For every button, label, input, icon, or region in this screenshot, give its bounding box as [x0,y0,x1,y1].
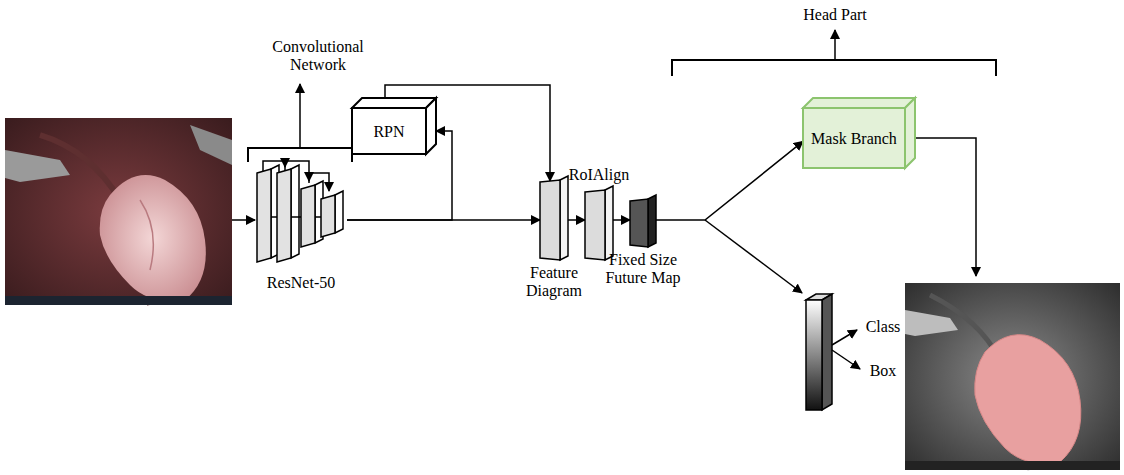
node-shape [255,165,347,270]
input-image [5,118,232,305]
feature-map: Fixed Size Future Map [630,195,656,247]
bracket-arrow [299,84,301,148]
box-label: Mask Branch [805,110,903,168]
node-shape [540,176,568,260]
fc-column [806,294,832,410]
map-label: Feature Diagram [518,264,590,301]
connector [656,141,803,220]
node-shape [585,186,613,260]
connector [613,219,630,221]
bracket [672,60,996,76]
output-arrow [915,138,976,276]
output-image [905,283,1120,470]
map-label: Fixed Size Future Map [597,251,689,288]
group-label: Head Part [785,6,885,24]
output-label: Class [859,318,907,336]
process-box: RPN [352,98,436,154]
input-arrow [232,219,255,221]
map-label: ResNet-50 [241,274,361,292]
node-shape [630,195,656,247]
map-label: RoIAlign [559,166,639,184]
class-arrow [832,330,857,345]
connector [568,219,585,221]
fork-arrow [705,220,802,293]
bracket-arrow [834,30,836,60]
output-label: Box [863,362,903,380]
box-arrow [832,350,860,369]
box-label: RPN [354,110,424,154]
feature-map: Feature Diagram [540,176,568,260]
feature-map: RoIAlign [585,186,613,260]
group-label: Convolutional Network [263,38,373,75]
process-box: Mask Branch [803,98,915,168]
bracket [248,148,352,162]
layer-stack: ResNet-50 [255,165,347,270]
